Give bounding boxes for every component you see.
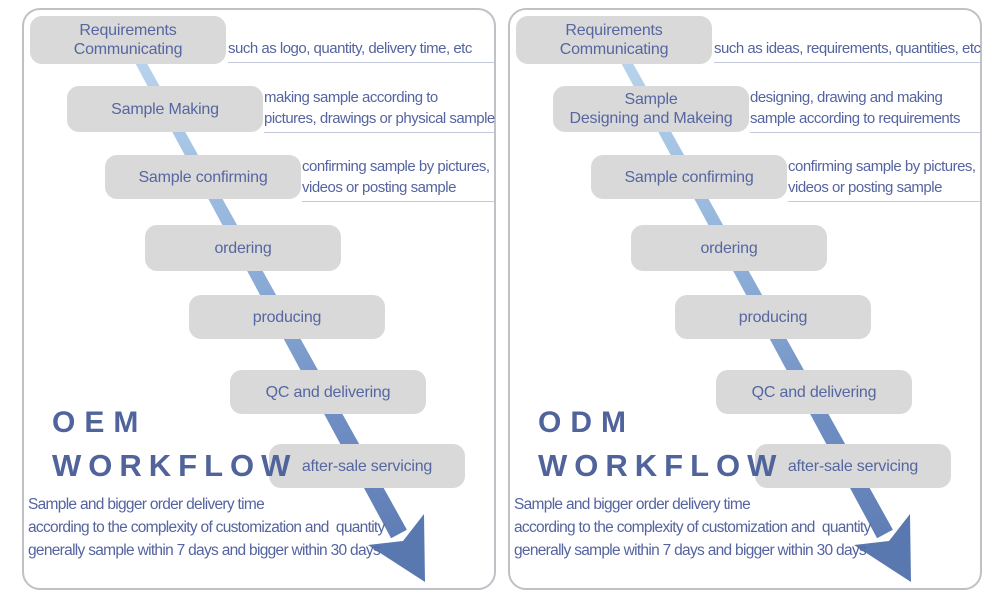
- step-label-line: ordering: [214, 239, 272, 257]
- step-producing: producing: [189, 295, 385, 339]
- step-sample-making: Sample Making: [67, 86, 263, 132]
- step-label-line: Sample confirming: [624, 168, 754, 186]
- delivery-note-line: according to the complexity of customiza…: [514, 519, 871, 536]
- step-ordering: ordering: [631, 225, 827, 271]
- delivery-note-line: Sample and bigger order delivery time: [514, 496, 751, 513]
- step-label-line: after-sale servicing: [301, 457, 433, 475]
- panel-title: ODM WORKFLOW: [538, 406, 783, 483]
- step-qc-delivering: QC and delivering: [230, 370, 426, 414]
- delivery-note-line: Sample and bigger order delivery time: [28, 496, 265, 513]
- step-label-line: Communicating: [559, 41, 669, 58]
- step-requirements-communicating: Requirements Communicating: [30, 16, 226, 64]
- step-sample-confirming: Sample confirming: [105, 155, 301, 199]
- desc-line: such as ideas, requirements, quantities,…: [714, 40, 981, 57]
- desc-line: videos or posting sample: [788, 179, 942, 196]
- desc-sample-designing-making: designing, drawing and making sample acc…: [750, 87, 980, 133]
- desc-line: confirming sample by pictures,: [302, 158, 490, 175]
- panel-title-line2: WORKFLOW: [52, 448, 298, 483]
- oem-workflow-panel: Requirements Communicating such as logo,…: [22, 8, 496, 590]
- delivery-note: Sample and bigger order delivery time ac…: [514, 493, 871, 562]
- step-label-line: QC and delivering: [751, 383, 877, 401]
- desc-line: videos or posting sample: [302, 179, 456, 196]
- step-label-line: Sample confirming: [138, 168, 268, 186]
- panel-title: OEM WORKFLOW: [52, 406, 297, 483]
- desc-sample-making: making sample according to pictures, dra…: [264, 87, 495, 133]
- panel-title-line1: ODM: [538, 406, 635, 439]
- step-label-line: ordering: [700, 239, 758, 257]
- desc-line: such as logo, quantity, delivery time, e…: [228, 40, 472, 57]
- step-sample-designing-making: Sample Designing and Makeing: [553, 86, 749, 132]
- desc-line: making sample according to: [264, 89, 438, 106]
- desc-line: sample according to requirements: [750, 110, 960, 127]
- delivery-note: Sample and bigger order delivery time ac…: [28, 493, 385, 562]
- delivery-note-line: generally sample within 7 days and bigge…: [514, 542, 867, 559]
- step-after-sale-servicing: after-sale servicing: [755, 444, 951, 488]
- step-after-sale-servicing: after-sale servicing: [269, 444, 465, 488]
- step-label-line: Designing and Makeing: [569, 110, 733, 127]
- step-label-line: Communicating: [73, 41, 183, 58]
- step-sample-confirming: Sample confirming: [591, 155, 787, 199]
- step-label-line: Sample Making: [111, 100, 219, 118]
- step-label-line: producing: [738, 308, 808, 326]
- step-requirements-communicating: Requirements Communicating: [516, 16, 712, 64]
- step-label-line: after-sale servicing: [787, 457, 919, 475]
- desc-line: designing, drawing and making: [750, 89, 943, 106]
- desc-requirements: such as logo, quantity, delivery time, e…: [228, 38, 494, 63]
- delivery-note-line: generally sample within 7 days and bigge…: [28, 542, 381, 559]
- panel-title-line1: OEM: [52, 406, 148, 439]
- odm-workflow-panel: Requirements Communicating such as ideas…: [508, 8, 982, 590]
- step-label-line: Requirements: [565, 22, 663, 39]
- step-label-line: Sample: [624, 91, 678, 108]
- desc-sample-confirming: confirming sample by pictures, videos or…: [788, 156, 980, 202]
- step-qc-delivering: QC and delivering: [716, 370, 912, 414]
- desc-line: pictures, drawings or physical sample: [264, 110, 495, 127]
- step-ordering: ordering: [145, 225, 341, 271]
- desc-sample-confirming: confirming sample by pictures, videos or…: [302, 156, 494, 202]
- step-producing: producing: [675, 295, 871, 339]
- step-label-line: QC and delivering: [265, 383, 391, 401]
- step-label-line: producing: [252, 308, 322, 326]
- step-label-line: Requirements: [79, 22, 177, 39]
- delivery-note-line: according to the complexity of customiza…: [28, 519, 385, 536]
- desc-line: confirming sample by pictures,: [788, 158, 976, 175]
- desc-requirements: such as ideas, requirements, quantities,…: [714, 38, 981, 63]
- panel-title-line2: WORKFLOW: [538, 448, 784, 483]
